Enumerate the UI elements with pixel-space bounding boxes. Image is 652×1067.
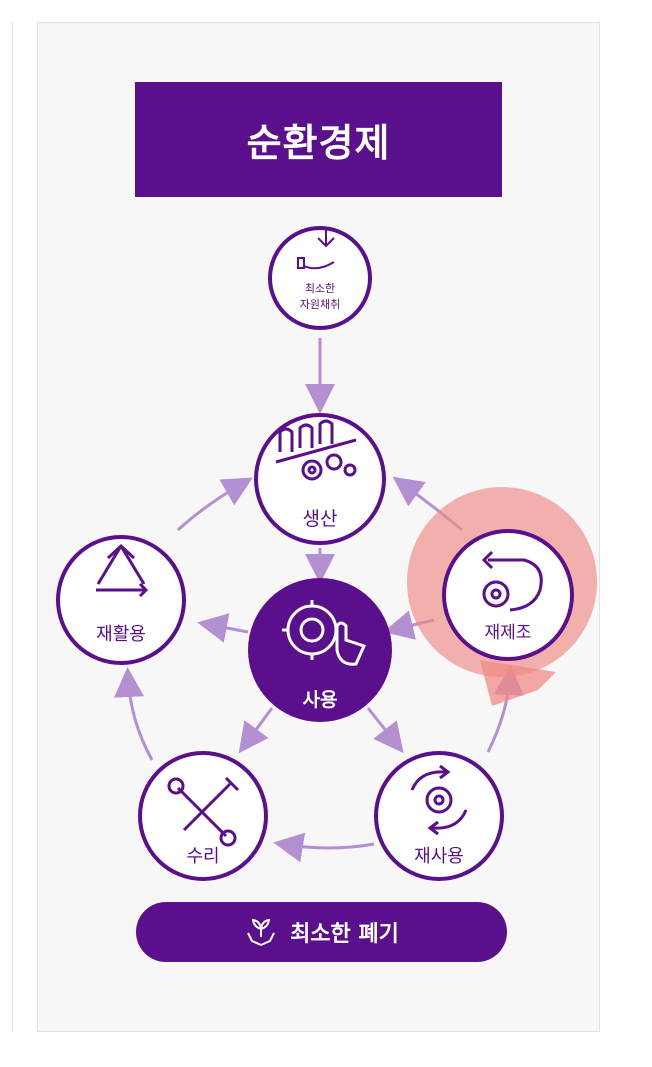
sprout-hands-icon bbox=[247, 918, 275, 946]
extraction-label-line2: 자원채취 bbox=[300, 298, 340, 311]
highlight-stroke bbox=[480, 660, 556, 706]
reuse-label: 재사용 bbox=[414, 846, 464, 867]
node-reuse: 재사용 bbox=[374, 751, 504, 881]
remanufacture-gear-icon bbox=[481, 550, 543, 612]
arrow-repair-to-recycling bbox=[113, 667, 154, 761]
remanufacturing-label: 재제조 bbox=[485, 623, 532, 643]
adjacent-panel-edge bbox=[0, 22, 13, 1032]
repair-label: 수리 bbox=[186, 846, 219, 867]
arrow-reuse-to-repair bbox=[273, 832, 375, 863]
arrow-use-to-recycling bbox=[197, 613, 249, 643]
use-label: 사용 bbox=[303, 689, 338, 711]
node-repair: 수리 bbox=[138, 751, 268, 881]
reuse-gear-icon bbox=[410, 764, 468, 836]
minimal-waste-label: 최소한 폐기 bbox=[290, 922, 399, 947]
node-production: 생산 bbox=[254, 413, 386, 545]
recycle-icon bbox=[96, 543, 149, 598]
arrow-use-to-reuse bbox=[366, 707, 404, 754]
production-label: 생산 bbox=[303, 508, 338, 530]
minimal-waste-banner: 최소한 폐기 bbox=[136, 902, 507, 962]
node-recycling: 재활용 bbox=[56, 535, 186, 665]
node-use: 사용 bbox=[248, 578, 392, 722]
factory-gears-icon bbox=[275, 419, 357, 481]
page-title: 순환경제 bbox=[246, 121, 391, 165]
node-extraction: 최소한 자원채취 bbox=[268, 226, 372, 330]
recycling-label: 재활용 bbox=[96, 624, 146, 645]
title-banner: 순환경제 bbox=[135, 82, 502, 197]
node-remanufacturing: 재제조 bbox=[407, 487, 597, 706]
extraction-label-line1: 최소한 bbox=[305, 282, 335, 295]
arrow-use-to-repair bbox=[238, 707, 274, 754]
wrench-screwdriver-icon bbox=[167, 776, 240, 847]
hand-resource-icon bbox=[297, 230, 335, 270]
gear-pointer-icon bbox=[282, 600, 367, 666]
arrow-recycling-to-production bbox=[176, 477, 253, 532]
